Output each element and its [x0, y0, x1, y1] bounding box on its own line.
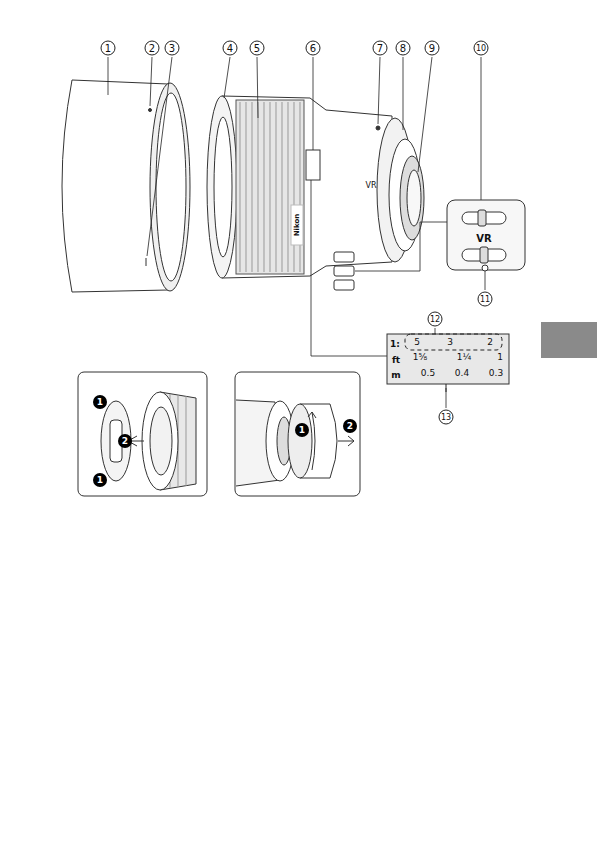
- step-number: 2: [343, 419, 357, 433]
- scale-unit: ft: [392, 356, 400, 365]
- callout-number: 13: [439, 410, 454, 425]
- callout-number: 3: [165, 41, 180, 56]
- step-number: 1: [93, 473, 107, 487]
- callout-number: 5: [250, 41, 265, 56]
- switch-label: VR: [476, 234, 491, 244]
- callout-number: 9: [425, 41, 440, 56]
- step-number: 1: [295, 423, 309, 437]
- callout-number: 11: [478, 292, 493, 307]
- step-number: 1: [93, 395, 107, 409]
- lens-marking: VR: [365, 182, 376, 190]
- callout-number: 6: [306, 41, 321, 56]
- scale-unit: m: [391, 371, 400, 380]
- scale-unit: 1:: [390, 340, 400, 349]
- callout-number: 1: [101, 41, 116, 56]
- scale-value: 5: [414, 338, 420, 347]
- callout-number: 4: [223, 41, 238, 56]
- brand-logo: Nikon: [294, 214, 301, 237]
- scale-value: 1: [497, 353, 503, 362]
- scale-value: 1⅝: [413, 353, 427, 362]
- scale-value: 2: [487, 338, 493, 347]
- scale-value: 0.5: [421, 369, 435, 378]
- scale-value: 0.3: [489, 369, 503, 378]
- scale-value: 3: [447, 338, 453, 347]
- step-number: 2: [118, 434, 132, 448]
- callout-number: 10: [474, 41, 489, 56]
- callout-number: 8: [396, 41, 411, 56]
- scale-value: 0.4: [455, 369, 469, 378]
- scale-value: 1¼: [457, 353, 471, 362]
- callout-number: 2: [145, 41, 160, 56]
- callout-number: 12: [428, 312, 443, 327]
- callout-number: 7: [373, 41, 388, 56]
